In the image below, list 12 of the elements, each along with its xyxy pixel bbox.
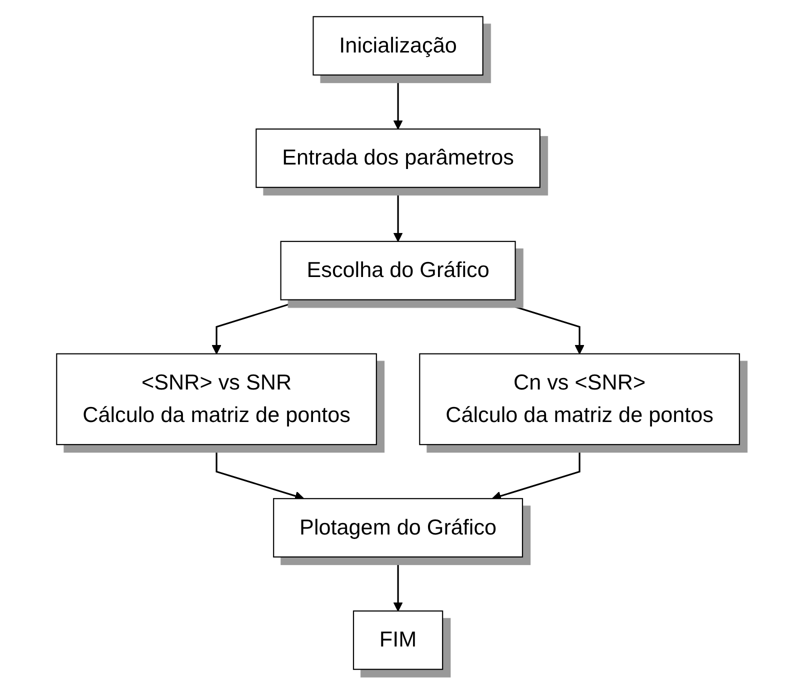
arrow <box>394 556 404 612</box>
arrow <box>212 299 304 354</box>
node-box: FIM <box>353 610 444 670</box>
node-box: Escolha do Gráfico <box>280 240 516 300</box>
node-box: Entrada dos parâmetros <box>256 128 541 188</box>
arrow <box>492 299 585 354</box>
node-box: Inicialização <box>313 16 484 76</box>
arrow <box>394 75 404 130</box>
node-box: Cn vs <SNR> Cálculo da matriz de pontos <box>420 353 740 446</box>
node-box: <SNR> vs SNR Cálculo da matriz de pontos <box>56 353 378 446</box>
arrow <box>394 187 404 242</box>
node-box: Plotagem do Gráfico <box>274 498 524 558</box>
